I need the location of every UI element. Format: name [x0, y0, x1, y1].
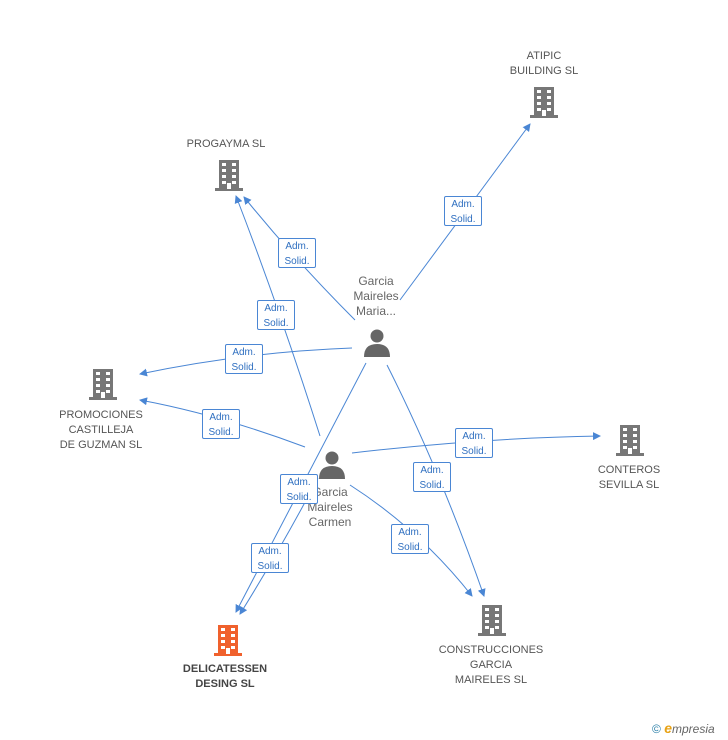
edge-label-maria-progayma[interactable]: Adm.Solid.	[278, 238, 316, 268]
edge-label-maria-construcciones[interactable]: Adm.Solid.	[413, 462, 451, 492]
company-label-progayma: PROGAYMA SL	[186, 138, 266, 150]
company-label-delicatessen: DELICATESSEN DESING SL	[182, 663, 268, 690]
company-label-promociones: PROMOCIONES CASTILLEJA DE GUZMAN SL	[59, 409, 143, 451]
edge-label-maria-promociones[interactable]: Adm.Solid.	[225, 344, 263, 374]
company-label-atipic: ATIPIC BUILDING SL	[509, 50, 579, 77]
person-label-maria: Garcia Maireles Maria...	[353, 274, 399, 318]
edge-label-carmen-conteros[interactable]: Adm.Solid.	[455, 428, 493, 458]
edge-label-maria-delicatessen[interactable]: Adm.Solid.	[280, 474, 318, 504]
edge-label-carmen-progayma[interactable]: Adm.Solid.	[257, 300, 295, 330]
building-icon-promociones	[87, 368, 119, 405]
edge-label-maria-atipic[interactable]: Adm.Solid.	[444, 196, 482, 226]
person-icon-maria	[362, 328, 392, 363]
building-icon-atipic	[528, 86, 560, 123]
building-icon-conteros	[614, 424, 646, 461]
brand-logo-initial: e	[664, 720, 672, 736]
building-icon-delicatessen	[212, 624, 244, 661]
company-label-conteros: CONTEROS SEVILLA SL	[597, 464, 661, 491]
person-label-carmen: Garcia Maireles Carmen	[307, 485, 353, 529]
person-icon-carmen	[317, 450, 347, 485]
copyright-symbol: ©	[652, 722, 661, 736]
edge-label-carmen-construcciones[interactable]: Adm.Solid.	[391, 524, 429, 554]
edge-label-carmen-promociones[interactable]: Adm.Solid.	[202, 409, 240, 439]
brand-name: mpresia	[671, 722, 715, 736]
building-icon-construcciones	[476, 604, 508, 641]
footer-brand[interactable]: © empresia	[652, 720, 715, 736]
edge-label-carmen-delicatessen[interactable]: Adm.Solid.	[251, 543, 289, 573]
company-label-construcciones: CONSTRUCCIONES GARCIA MAIRELES SL	[438, 644, 544, 686]
building-icon-progayma	[213, 159, 245, 196]
